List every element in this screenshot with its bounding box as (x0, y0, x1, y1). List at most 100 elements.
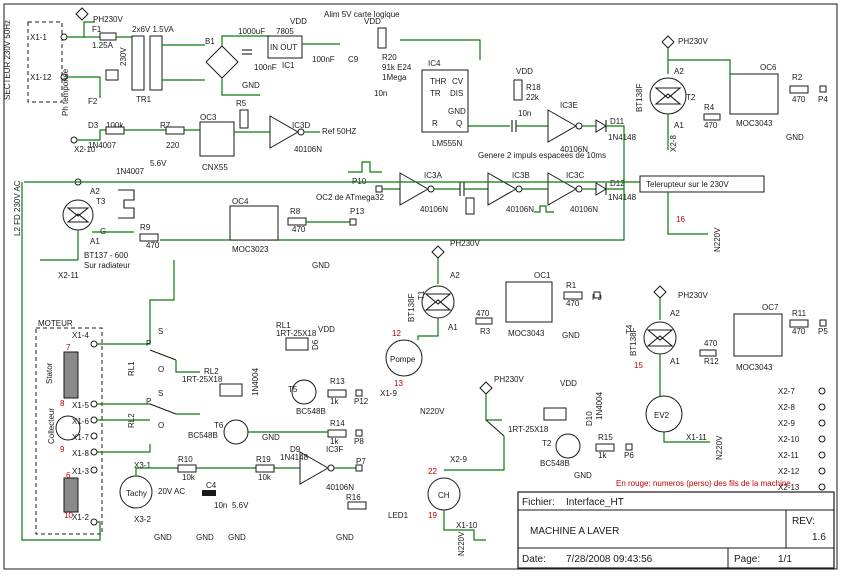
optocoupler-oc1 (505, 281, 553, 323)
label-gnd-led: GND (336, 533, 354, 542)
wire (67, 76, 101, 98)
x1-pin-label: X1-3 (72, 467, 89, 476)
label-bt138: BT138F (635, 83, 644, 112)
label-tr1: TR1 (136, 95, 152, 104)
label-gnd-tachy: GND (154, 533, 172, 542)
label-x1-1: X1-1 (30, 33, 47, 42)
label-r2-value: 470 (792, 95, 806, 104)
label-gnd-oc4: GND (312, 261, 330, 270)
resistor-r10 (177, 464, 197, 473)
label-t5: T5 (288, 385, 298, 394)
label-40106-a: 40106N (420, 205, 448, 214)
label-en-rouge: En rouge: numeros (perso) des fils de la… (616, 479, 791, 488)
label-555-thr: THR (430, 77, 447, 86)
wire-number: 9 (60, 445, 65, 454)
label-r11-value: 470 (792, 327, 806, 336)
label-r8: R8 (290, 207, 301, 216)
label-o-rl2: O (158, 421, 164, 430)
ph-symbol-right (661, 35, 675, 49)
diode-d11 (595, 119, 607, 133)
label-gnd-oc6: GND (786, 133, 804, 142)
label-t1: T1 (417, 290, 426, 300)
ph-symbol-relay (479, 381, 493, 395)
label-alim: Alim 5V carte logique (324, 10, 400, 19)
label-r18-value: 22k (526, 93, 540, 102)
wire (663, 432, 710, 443)
pin-p7 (355, 464, 363, 472)
resistor-r19 (255, 464, 275, 473)
wire (21, 182, 101, 541)
label-rl2-part: 1RT-25X18 (182, 375, 223, 384)
label-ic1-pins: IN OUT (270, 43, 297, 52)
label-p4: P4 (818, 95, 828, 104)
label-a1-t2: A1 (674, 121, 684, 130)
page-label: Page: (734, 554, 760, 565)
fuse-f1 (99, 32, 117, 41)
resistor-r1 (563, 291, 583, 300)
label-100k: 100k (106, 121, 124, 130)
label-r5: R5 (236, 99, 247, 108)
label-1n4007-b: 1N4007 (116, 167, 145, 176)
label-d3: D3 (88, 121, 99, 130)
label-bt138-t4: BT138F (629, 327, 638, 356)
label-ph-mid: PH230V (450, 239, 480, 248)
pin-p12 (355, 389, 363, 397)
label-rl-part2: 1RT-25X18 (508, 425, 549, 434)
x2-pin-label: X2-10 (778, 435, 800, 444)
pin-p4 (819, 85, 827, 93)
label-d11: D11 (610, 117, 625, 126)
label-1n4148-c: 1N4148 (280, 453, 309, 462)
wire-number: 10 (64, 511, 73, 520)
label-bt138-t1: BT138F (407, 293, 416, 322)
inverter-ic3c (547, 172, 578, 206)
wire (221, 78, 260, 96)
label-vdd-rl: VDD (560, 379, 577, 388)
label-c9: C9 (348, 55, 359, 64)
title-block: Fichier: Interface_HT MACHINE A LAVER RE… (517, 491, 835, 569)
label-vdd-top: VDD (290, 17, 307, 26)
capacitor-c4 (202, 490, 216, 496)
diode-d12 (595, 182, 607, 196)
label-rl1-coil: RL1 (276, 321, 291, 330)
label-wire-13: 13 (394, 379, 403, 388)
x2-pin-label: X2-9 (778, 419, 795, 428)
label-rl1-part: 1RT-25X18 (276, 329, 317, 338)
pump-motor (385, 339, 423, 377)
x2-pin-label: X2-8 (778, 403, 795, 412)
label-ref50: Ref 50HZ (322, 127, 356, 136)
wire (77, 129, 200, 141)
x2-pin-label: X2-12 (778, 467, 800, 476)
label-x1-9: X1-9 (380, 389, 397, 398)
wire (221, 35, 270, 46)
label-wire-19: 19 (428, 511, 437, 520)
label-t3: T3 (96, 197, 106, 206)
ph-symbol-r2 (653, 285, 667, 299)
label-40106-c: 40106N (570, 205, 598, 214)
label-gnd-z: GND (228, 533, 246, 542)
resistor-r7 (165, 126, 185, 135)
x2-pin-label: X2-13 (778, 483, 800, 492)
label-r20-note: 1Mega (382, 73, 407, 82)
label-r7-value: 220 (166, 141, 180, 150)
resistor-100k (105, 126, 125, 135)
wire (97, 444, 151, 453)
label-1n4007: 1N4007 (88, 141, 117, 150)
label-vdd-2: VDD (364, 17, 381, 26)
resistor-r9 (139, 233, 159, 242)
varistor (105, 69, 119, 81)
rev-value: 1.6 (812, 532, 826, 543)
label-ph-detect: Ph temporise (61, 68, 70, 116)
date-label: Date: (522, 554, 546, 565)
label-t4: T4 (625, 324, 634, 334)
label-a1-t4: A1 (670, 357, 680, 366)
transistor-t2b (555, 433, 581, 459)
relay-coil (543, 407, 567, 421)
label-n220-pompe: N220V (420, 407, 445, 416)
resistor-r15 (595, 443, 615, 452)
label-r4-value: 470 (704, 121, 718, 130)
label-a1-t3: A1 (90, 237, 100, 246)
optocoupler-oc4 (229, 205, 279, 241)
resistor-r20 (377, 27, 387, 49)
label-s-rl1: S (158, 327, 163, 336)
